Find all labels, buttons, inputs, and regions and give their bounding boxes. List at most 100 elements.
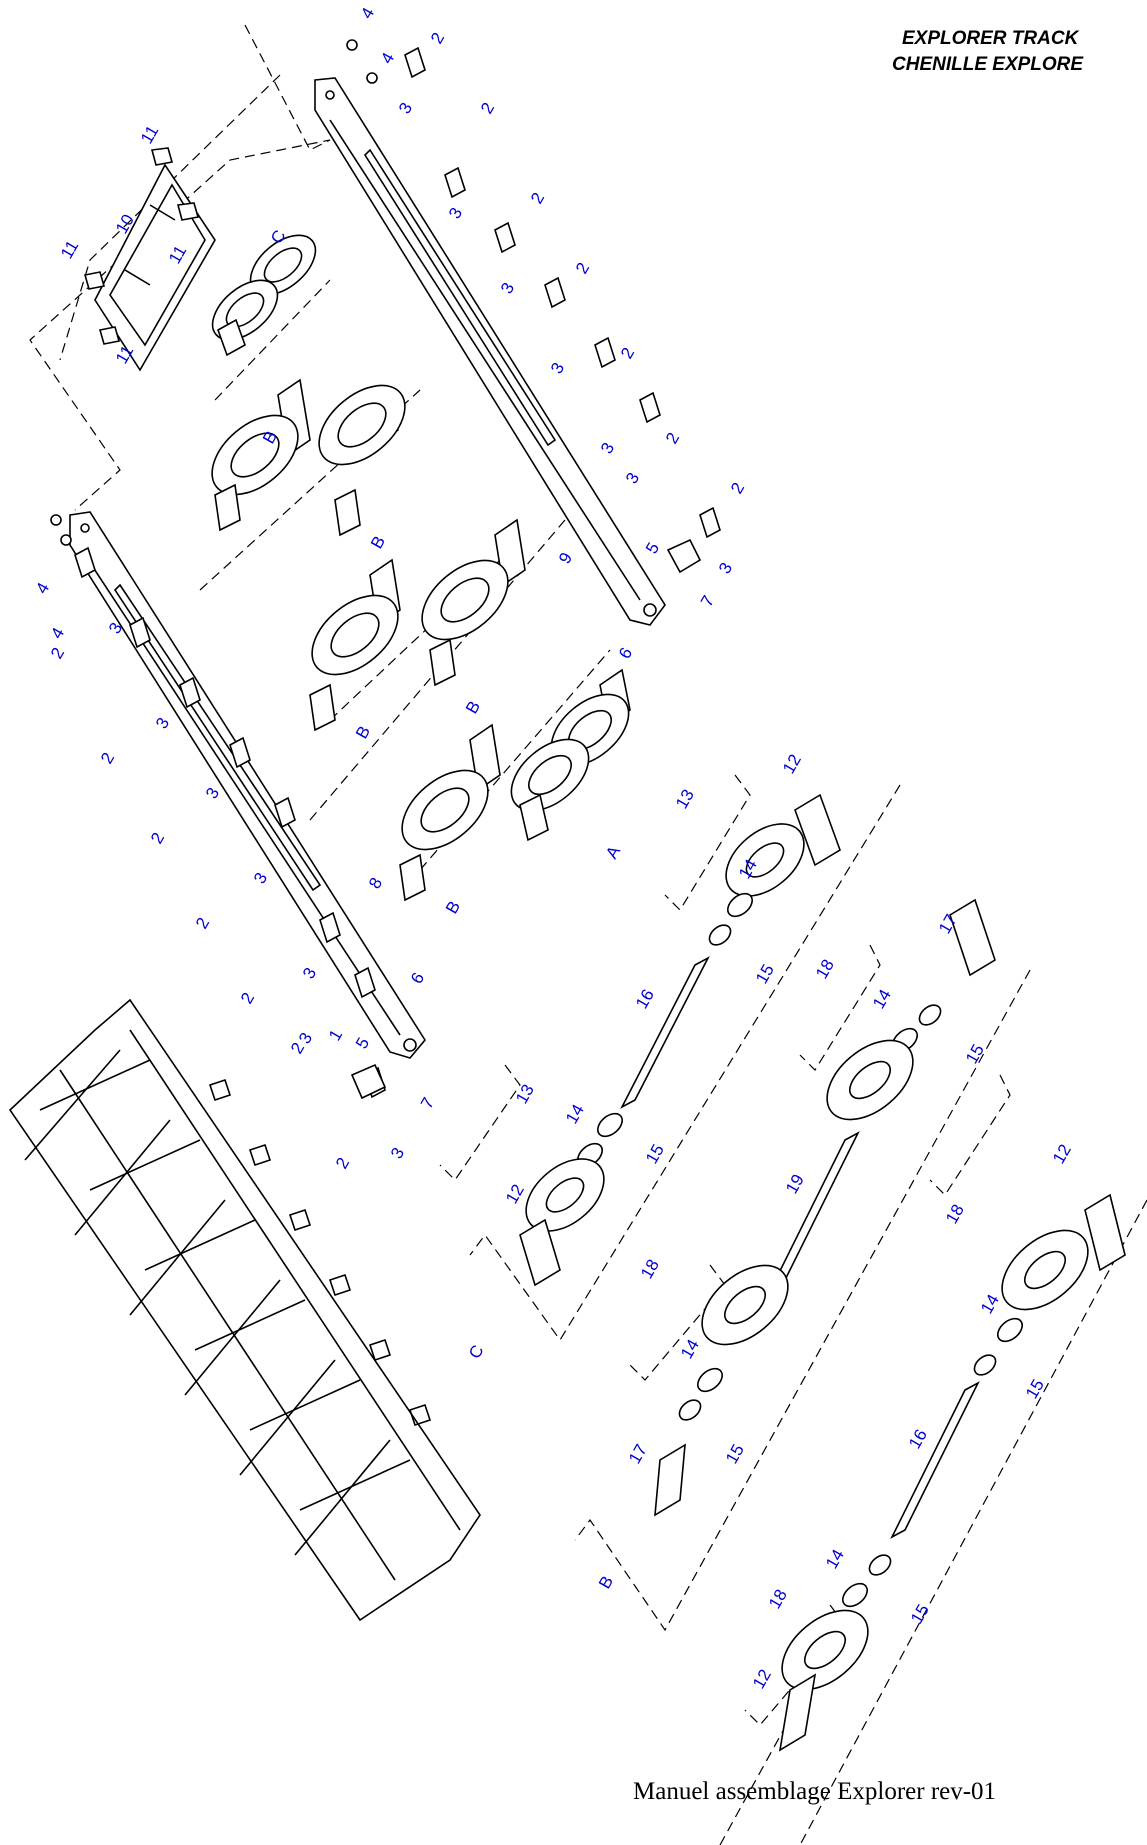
callout-5: 5 <box>352 1034 373 1052</box>
bearing-14-left <box>697 1367 723 1393</box>
callout-18: 18 <box>637 1256 663 1282</box>
callout-14: 14 <box>869 986 895 1012</box>
callout-2: 2 <box>47 644 68 662</box>
roller-b-3 <box>309 558 401 732</box>
callout-5: 5 <box>642 539 663 557</box>
roller-b-5 <box>399 723 501 902</box>
callout-12: 12 <box>779 751 805 777</box>
callout-15: 15 <box>907 1601 933 1627</box>
callout-3: 3 <box>202 784 223 802</box>
callout-8: 8 <box>365 874 386 892</box>
wheel-18-lower-right <box>1001 1229 1089 1311</box>
callout-18: 18 <box>942 1201 968 1227</box>
ring-15-top <box>708 924 732 946</box>
callout-2: 2 <box>662 429 683 447</box>
bushing-12-mid <box>519 1218 561 1287</box>
callout-B: B <box>442 898 464 917</box>
plate-7-right <box>666 538 702 574</box>
footer-manual-title: Manuel assemblage Explorer rev-01 <box>633 1778 997 1805</box>
bearing-14-lower-left <box>842 1582 868 1608</box>
clip-11-mid <box>176 202 200 221</box>
callout-2: 2 <box>332 1154 353 1172</box>
callout-4: 4 <box>377 49 398 67</box>
bushing-12-right <box>1084 1193 1126 1272</box>
callout-15: 15 <box>642 1141 668 1167</box>
ring-15-mid <box>597 1112 623 1138</box>
ring-15-lower-right <box>973 1354 997 1376</box>
bushing-12-lower <box>778 1673 817 1752</box>
callout-15: 15 <box>722 1441 748 1467</box>
group-b-dash <box>574 944 1031 1632</box>
callout-3: 3 <box>250 869 271 887</box>
callout-7: 7 <box>417 1094 438 1112</box>
callout-11: 11 <box>137 122 162 147</box>
callout-6: 6 <box>407 969 428 987</box>
callout-2: 2 <box>477 99 498 117</box>
callout-1: 1 <box>325 1026 346 1044</box>
bracket-10 <box>83 147 216 372</box>
callout-6: 6 <box>615 644 636 662</box>
callout-2: 2 <box>572 259 593 277</box>
shaft-16-lower <box>890 1381 980 1539</box>
callout-12: 12 <box>502 1181 528 1207</box>
callout-9: 9 <box>555 549 576 567</box>
callout-7: 7 <box>697 592 718 610</box>
callout-C: C <box>465 1342 488 1362</box>
clip-11-bottom <box>98 326 121 345</box>
roller-c-pair <box>211 234 317 357</box>
callout-B: B <box>352 723 374 742</box>
callout-A: A <box>602 842 624 862</box>
callout-3: 3 <box>497 279 518 297</box>
callout-13: 13 <box>672 786 698 812</box>
callout-4: 4 <box>47 624 68 642</box>
callout-3: 3 <box>395 99 416 117</box>
top-frame-dash <box>29 24 331 511</box>
wheel-18-mid <box>701 1264 789 1346</box>
callout-2: 2 <box>727 479 748 497</box>
clip-11-left <box>83 271 106 290</box>
assembly-dashed-lines <box>29 24 1147 1845</box>
bearing-14-top <box>727 892 753 918</box>
callout-B: B <box>367 533 389 552</box>
callout-2: 2 <box>97 749 118 767</box>
callout-2: 2 <box>237 989 258 1007</box>
frame-rollers <box>211 234 631 902</box>
callout-15: 15 <box>752 961 778 987</box>
callout-3: 3 <box>299 964 320 982</box>
callout-19: 19 <box>782 1171 808 1197</box>
group-end-dash <box>719 1699 801 1845</box>
wheel-18-right <box>826 1039 914 1121</box>
callout-17: 17 <box>625 1441 651 1467</box>
ring-15-left <box>678 1399 702 1421</box>
bushing-17-right <box>949 898 996 977</box>
group-b2-dash <box>744 1074 1147 1845</box>
shaft-16-top <box>620 956 710 1109</box>
shaft-group-lower <box>778 1193 1126 1752</box>
bushing-17-left <box>654 1443 686 1517</box>
callout-3: 3 <box>715 559 736 577</box>
callout-2: 2 <box>427 29 448 47</box>
callout-3: 3 <box>547 359 568 377</box>
roller-b-4 <box>421 518 526 687</box>
wheel-13-mid <box>525 1158 605 1232</box>
ring-15-lower-left <box>868 1554 892 1576</box>
bushing-12-top <box>794 793 841 867</box>
callout-16: 16 <box>632 986 658 1012</box>
ring-15-right <box>918 1004 942 1026</box>
callout-2: 2 <box>617 344 638 362</box>
frame-link-dash-1 <box>59 74 281 361</box>
bearing-14-lower-right <box>997 1317 1023 1343</box>
title-french: CHENILLE EXPLORE <box>892 54 1084 75</box>
callout-13: 13 <box>512 1081 538 1107</box>
frame-plate-8 <box>69 511 426 1059</box>
roller-b-1 <box>211 378 311 532</box>
callout-14: 14 <box>677 1336 703 1362</box>
wheel-18-lower-left <box>781 1609 869 1691</box>
callout-11: 11 <box>57 237 82 262</box>
track-belt-1 <box>8 998 481 1622</box>
frame-plate-9 <box>314 77 666 626</box>
roller-a-pair <box>510 668 631 842</box>
callout-3: 3 <box>622 469 643 487</box>
